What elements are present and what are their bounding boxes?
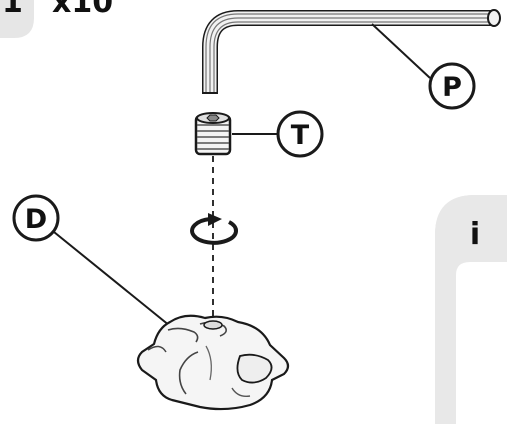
callout-t-label: T — [291, 120, 310, 151]
leader-line-p — [371, 23, 431, 79]
step-header: 1 x10 — [0, 0, 113, 38]
step-number: 1 — [2, 0, 23, 20]
step-badge — [0, 0, 34, 38]
callout-p-label: P — [442, 72, 462, 103]
set-screw-icon — [194, 112, 232, 156]
clockwise-rotation-icon — [190, 213, 239, 245]
callout-d-label: D — [25, 204, 47, 235]
callout-p: P — [428, 62, 476, 110]
connector-part — [136, 314, 290, 411]
info-panel: i — [435, 195, 507, 424]
allen-key-icon — [202, 9, 501, 94]
info-icon: i — [470, 217, 480, 252]
callout-t: T — [276, 110, 324, 158]
callout-d: D — [12, 194, 60, 242]
step-quantity: x10 — [52, 0, 113, 20]
leader-line-d — [53, 231, 176, 331]
